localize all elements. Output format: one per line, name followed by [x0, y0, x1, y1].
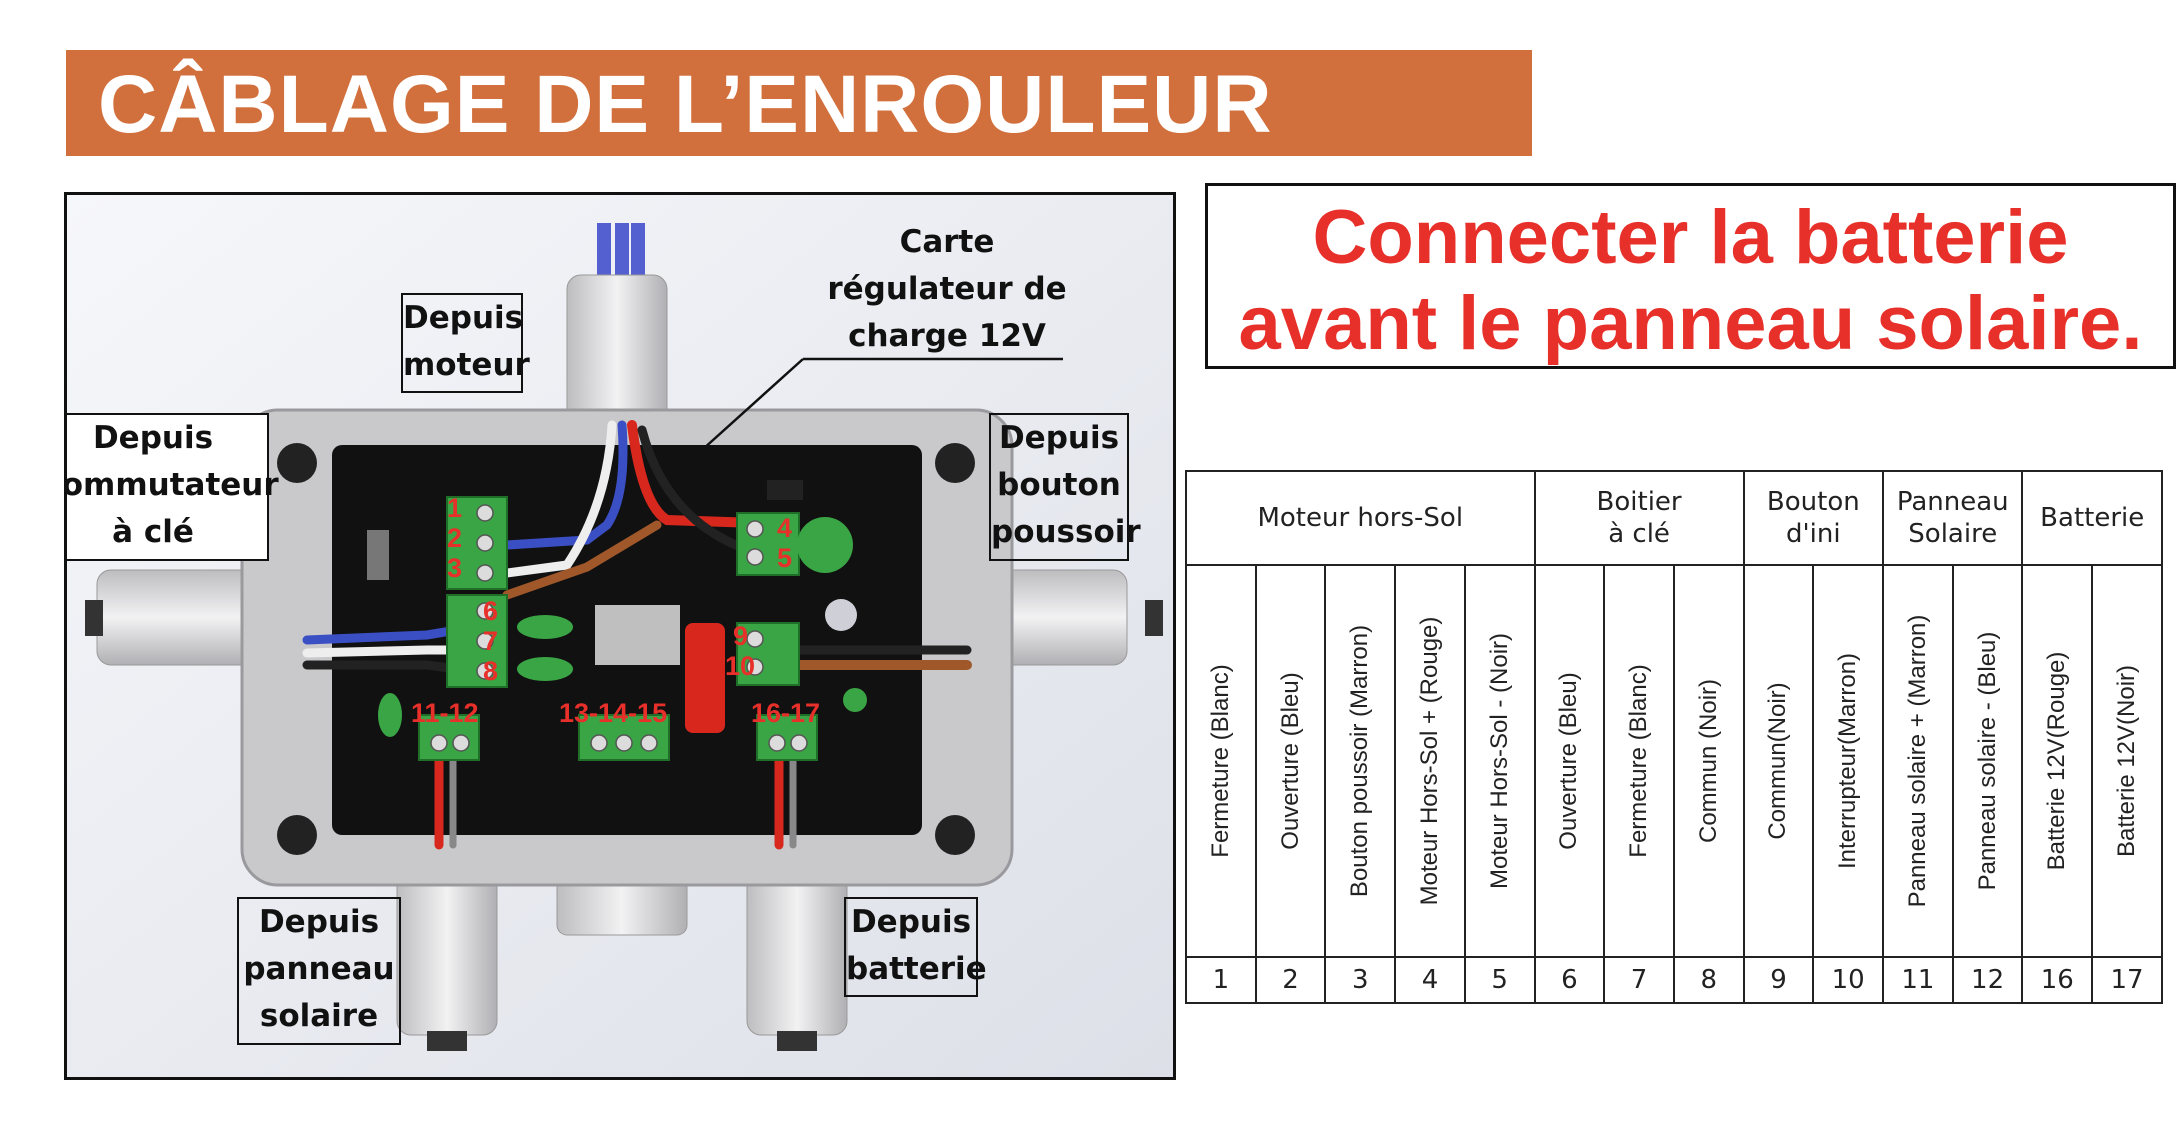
wire-cell: Ouverture (Bleu): [1254, 564, 1327, 958]
table-number-row: 1 2 3 4 5 6 7 8 9 10 11 12 16 17: [1185, 956, 2163, 1004]
terminal-number: 7: [483, 626, 499, 656]
wire-cell: Ouverture (Bleu): [1533, 564, 1606, 958]
terminal-number-cell: 3: [1324, 956, 1397, 1004]
top-cable-gland: [566, 223, 668, 426]
warning-box: Connecter la batterie avant le panneau s…: [1205, 183, 2176, 369]
wire-cell: Moteur Hors-Sol + (Rouge): [1394, 564, 1466, 958]
wire-cell: Fermeture (Blanc): [1603, 564, 1675, 958]
terminal-number: 8: [483, 656, 499, 686]
label-from-key-switch: DepuisCommutateurà clé: [67, 413, 279, 561]
terminal-number-cell: 11: [1882, 956, 1954, 1004]
terminal-number: 13-14-15: [559, 698, 668, 728]
wire-cell: Fermeture (Blanc): [1185, 564, 1257, 958]
wire-cell: Interrupteur(Marron): [1812, 564, 1885, 958]
terminal-number-cell: 1: [1185, 956, 1257, 1004]
wire-cell: Panneau solaire + (Marron): [1882, 564, 1954, 958]
warning-line-2: avant le panneau solaire.: [1238, 281, 2143, 366]
page-title: CÂBLAGE DE L’ENROULEUR: [98, 59, 1273, 150]
wire-cell: Batterie 12V(Rouge): [2021, 564, 2094, 958]
terminal-number-cell: 4: [1394, 956, 1466, 1004]
wire-cell: Batterie 12V(Noir): [2091, 564, 2163, 958]
wire-cell: Commun(Noir): [1742, 564, 1815, 958]
terminal-number-cell: 8: [1672, 956, 1745, 1004]
group-header: Moteur hors-Sol: [1185, 470, 1536, 566]
terminal-number: 16-17: [751, 698, 821, 728]
terminal-number: 5: [777, 543, 793, 573]
terminal-number-cell: 9: [1742, 956, 1815, 1004]
terminal-number-cell: 16: [2021, 956, 2094, 1004]
terminal-number-cell: 10: [1812, 956, 1885, 1004]
terminal-number-cell: 17: [2091, 956, 2163, 1004]
terminal-number-cell: 7: [1603, 956, 1675, 1004]
wire-cell: Moteur Hors-Sol - (Noir): [1463, 564, 1536, 958]
terminal-number: 10: [725, 651, 756, 681]
terminal-number-cell: 5: [1463, 956, 1536, 1004]
terminal-number: 11-12: [411, 698, 479, 728]
warning-line-1: Connecter la batterie: [1312, 195, 2069, 280]
terminal-number-cell: 2: [1254, 956, 1327, 1004]
title-banner: CÂBLAGE DE L’ENROULEUR: [66, 50, 1532, 156]
wire-cell: Panneau solaire - (Bleu): [1951, 564, 2024, 958]
terminal-number: 3: [447, 553, 463, 583]
terminal-number-cell: 12: [1951, 956, 2024, 1004]
junction-box-illustration: [67, 195, 1173, 1077]
terminal-number-cell: 6: [1533, 956, 1606, 1004]
group-header: Batterie: [2021, 470, 2163, 566]
terminal-number: 1: [447, 493, 463, 523]
wire-cell: Commun (Noir): [1672, 564, 1745, 958]
terminal-number: 6: [483, 596, 499, 626]
terminal-number: 4: [777, 513, 793, 543]
wire-cell: Bouton poussoir (Marron): [1324, 564, 1397, 958]
table-wire-row: Fermeture (Blanc) Ouverture (Bleu) Bouto…: [1185, 564, 2163, 958]
terminal-number: 9: [733, 621, 749, 651]
terminal-number: 2: [447, 523, 463, 553]
